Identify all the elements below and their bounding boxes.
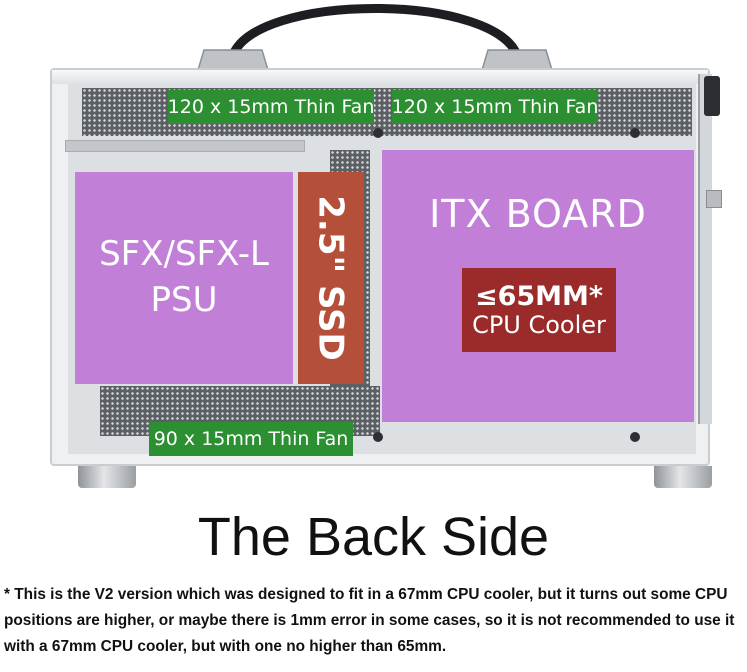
- carry-handle: [196, 4, 554, 71]
- psu-label-line1: SFX/SFX-L: [99, 234, 269, 275]
- caption-title: The Back Side: [197, 507, 550, 567]
- fan-label-top-right: 120 x 15mm Thin Fan: [392, 90, 598, 124]
- screw: [630, 432, 640, 442]
- cpu-cooler-area: ≤65MM* CPU Cooler: [462, 268, 616, 352]
- itx-board-label: ITX BOARD: [429, 192, 647, 236]
- screw: [630, 128, 640, 138]
- screw: [373, 432, 383, 442]
- psu-area: SFX/SFX-L PSU: [75, 172, 293, 384]
- screw: [373, 128, 383, 138]
- fan-label-bottom: 90 x 15mm Thin Fan: [149, 422, 353, 456]
- psu-rail: [65, 140, 305, 152]
- psu-label-line2: PSU: [150, 280, 218, 320]
- cooler-sub-label: CPU Cooler: [472, 310, 606, 339]
- case-foot-right: [654, 466, 712, 488]
- case-foot-left: [78, 466, 136, 488]
- cooler-height-label: ≤65MM*: [474, 280, 604, 312]
- fan-label-top-left: 120 x 15mm Thin Fan: [168, 90, 374, 124]
- panel-latch: [706, 190, 722, 208]
- power-knob: [704, 76, 720, 116]
- case-top-edge: [52, 70, 708, 84]
- ssd-area: 2.5" SSD: [298, 172, 364, 384]
- footnote-text: * This is the V2 version which was desig…: [4, 586, 735, 655]
- side-panel: [698, 74, 712, 424]
- case-diagram: SFX/SFX-L PSU 2.5" SSD ITX BOARD ≤65MM* …: [50, 4, 722, 488]
- ssd-label: 2.5" SSD: [311, 195, 352, 361]
